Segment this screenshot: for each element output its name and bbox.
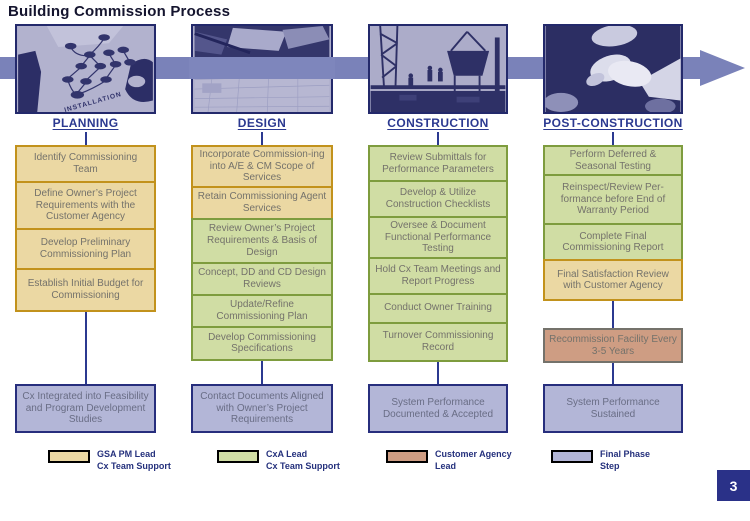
process-step: Develop Commissioning Specifications [191,325,333,361]
legend-swatch-cxa [217,450,259,463]
timeline-arrow-band-over-design [189,57,335,79]
legend-swatch-final [551,450,593,463]
timeline-arrow-head-icon [700,50,745,86]
process-step: Complete Final Commissioning Report [543,223,683,262]
final-phase-step: Contact Documents Aligned with Owner’s P… [191,384,333,433]
process-step: Perform Deferred & Seasonal Testing [543,145,683,177]
legend-final-phase: Final Phase Step [551,449,650,472]
process-step: Update/Refine Commissioning Plan [191,293,333,328]
column-design: DESIGN Incorporate Commission-ing into A… [191,0,340,521]
process-step: Reinspect/Review Per-formance before End… [543,174,683,226]
process-step: Establish Initial Budget for Commissioni… [15,268,156,312]
handshake-photo-illustration [545,26,681,112]
planning-steps: Identify Commissioning Team Define Owner… [15,145,156,312]
planning-photo: INSTALLATION [15,24,156,114]
phase-label-planning[interactable]: PLANNING [52,116,119,130]
legend-swatch-gsa [48,450,90,463]
timeline-arrow-band [0,57,700,79]
process-step: Develop Preliminary Commissioning Plan [15,228,156,270]
page-title: Building Commission Process [8,3,231,20]
process-step: Final Satisfaction Review with Customer … [543,259,683,302]
construction-steps: Review Submittals for Performance Parame… [368,145,508,362]
post-construction-steps: Perform Deferred & Seasonal Testing Rein… [543,145,683,302]
phase-label-post-construction[interactable]: POST-CONSTRUCTION [543,116,683,130]
process-step: Identify Commissioning Team [15,145,156,183]
legend-customer-agency: Customer Agency Lead [386,449,512,472]
final-phase-step: System Performance Sustained [543,384,683,433]
process-step: Incorporate Commission-ing into A/E & CM… [191,145,333,188]
phase-label-design[interactable]: DESIGN [237,116,287,130]
legend-label: GSA PM Lead Cx Team Support [97,449,171,471]
legend-label: Final Phase Step [600,449,651,471]
legend-gsa: GSA PM Lead Cx Team Support [48,449,171,472]
process-step: Conduct Owner Training [368,292,508,324]
process-step: Turnover Commissioning Record [368,321,508,362]
legend-label: CxA Lead Cx Team Support [266,449,340,471]
process-step: Review Owner’s Project Requirements & Ba… [191,217,333,264]
legend-label: Customer Agency Lead [435,449,512,471]
final-phase-step: Cx Integrated into Feasibility and Progr… [15,384,156,433]
final-phase-step: System Performance Documented & Accepted [368,384,508,433]
column-construction: CONSTRUCTION Review Submittals for Perfo… [368,0,512,521]
construction-photo-illustration [370,26,506,112]
process-step: Review Submittals for Performance Parame… [368,145,508,182]
construction-photo [368,24,508,114]
process-step: Define Owner’s Project Requirements with… [15,181,156,230]
legend-swatch-customer [386,450,428,463]
process-step: Oversee & Document Functional Performanc… [368,216,508,259]
process-step: Retain Commissioning Agent Services [191,185,333,220]
design-steps: Incorporate Commission-ing into A/E & CM… [191,145,333,361]
process-step: Hold Cx Team Meetings and Report Progres… [368,256,508,295]
column-post-construction: POST-CONSTRUCTION Perform Deferred & Sea… [543,0,683,521]
column-planning: INSTALLATION PLANNING Identify Commissio… [15,0,171,521]
page-number-badge: 3 [717,470,750,501]
recommission-step: Recommission Facility Every 3-5 Years [543,328,683,363]
post-construction-photo [543,24,683,114]
phase-label-construction[interactable]: CONSTRUCTION [387,116,489,130]
process-step: Concept, DD and CD Design Reviews [191,261,333,296]
legend-cxa: CxA Lead Cx Team Support [217,449,340,472]
planning-photo-illustration: INSTALLATION [18,26,153,112]
process-step: Develop & Utilize Construction Checklist… [368,180,508,218]
